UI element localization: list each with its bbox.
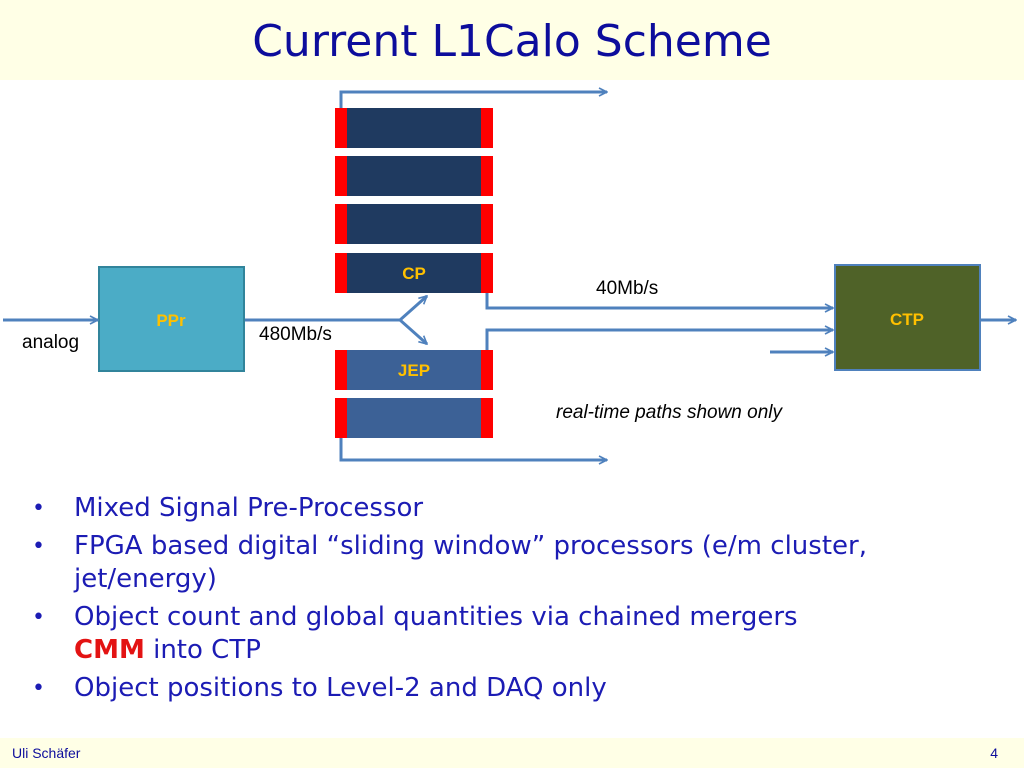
ppr-label: PPr (156, 311, 186, 330)
slide-title: Current L1Calo Scheme (252, 16, 772, 67)
bullet-item: •Object positions to Level-2 and DAQ onl… (32, 673, 607, 703)
bullet-dot: • (32, 605, 45, 630)
footer-bar (0, 738, 1024, 768)
bottom-output-arrow (339, 438, 607, 460)
page-number: 4 (990, 745, 998, 761)
footer-author: Uli Schäfer (12, 745, 81, 761)
bullet-dot: • (32, 676, 45, 701)
bullet-dot: • (32, 496, 45, 521)
bullet-dot: • (32, 534, 45, 559)
split-to-cp-arrow (399, 296, 427, 322)
rate-480-label: 480Mb/s (259, 324, 332, 345)
bullet-list: •Mixed Signal Pre-Processor •FPGA based … (30, 492, 990, 710)
jep-label: JEP (398, 361, 430, 380)
cmm-highlight: CMM (74, 635, 145, 665)
ctp-box (834, 264, 981, 371)
jep-module-2 (335, 398, 493, 438)
cp-module-1 (335, 108, 493, 148)
title-bar (0, 0, 1024, 80)
top-output-arrow (339, 92, 607, 108)
cp-module-2 (335, 156, 493, 196)
ppr-box (98, 266, 245, 372)
realtime-note: real-time paths shown only (556, 402, 783, 423)
jep-to-ctp-arrow (485, 330, 833, 350)
rate-40-label: 40Mb/s (596, 278, 658, 299)
cp-label: CP (402, 264, 426, 283)
cp-to-ctp-arrow (485, 293, 833, 308)
ctp-label: CTP (890, 310, 924, 329)
jep-crate (335, 350, 493, 438)
cp-module-3 (335, 204, 493, 244)
jep-module-1 (335, 350, 493, 390)
bullet-item: •FPGA based digital “sliding window” pro… (32, 531, 867, 594)
cp-crate (335, 108, 493, 293)
split-to-jep-arrow (399, 318, 427, 344)
analog-label: analog (22, 332, 79, 353)
cp-module-4 (335, 253, 493, 293)
bullet-item: •Object count and global quantities via … (32, 602, 798, 665)
bullet-item: •Mixed Signal Pre-Processor (32, 493, 424, 523)
